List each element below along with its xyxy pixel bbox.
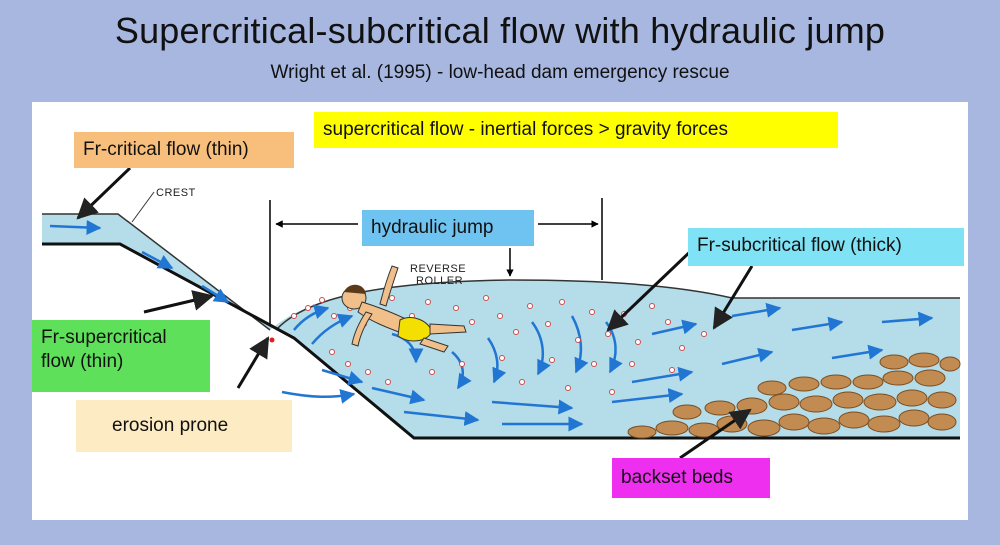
hydraulic-jump-label: hydraulic jump <box>362 210 534 246</box>
water-surface-jump <box>275 279 960 331</box>
swimmer-figure <box>341 265 467 353</box>
subcritical-flow-label: Fr-subcritical flow (thick) <box>688 228 964 266</box>
erosion-prone-label: erosion prone <box>76 400 292 452</box>
critical-flow-label: Fr-critical flow (thin) <box>74 132 294 168</box>
reverse-roller-text-2: ROLLER <box>416 275 463 287</box>
jump-dimension <box>269 198 603 324</box>
erosion-point <box>269 337 275 343</box>
page-title: Supercritical-subcritical flow with hydr… <box>114 10 886 51</box>
page-subtitle: Wright et al. (1995) - low-head dam emer… <box>270 62 730 83</box>
label-pointers <box>76 166 754 460</box>
supercritical-forces-label: supercritical flow - inertial forces > g… <box>314 112 838 148</box>
crest-leader <box>131 191 155 223</box>
flow-arrows <box>49 219 934 432</box>
dam-profile <box>42 242 960 440</box>
crest-text: CREST <box>156 187 196 199</box>
supercritical-flow-label: Fr-supercritical flow (thin) <box>32 320 210 392</box>
flow-diagram: CREST REVERSE ROLLER <box>42 166 961 460</box>
water-body <box>42 214 960 438</box>
backset-beds-label: backset beds <box>612 458 770 498</box>
reverse-roller-text-1: REVERSE <box>410 263 466 275</box>
